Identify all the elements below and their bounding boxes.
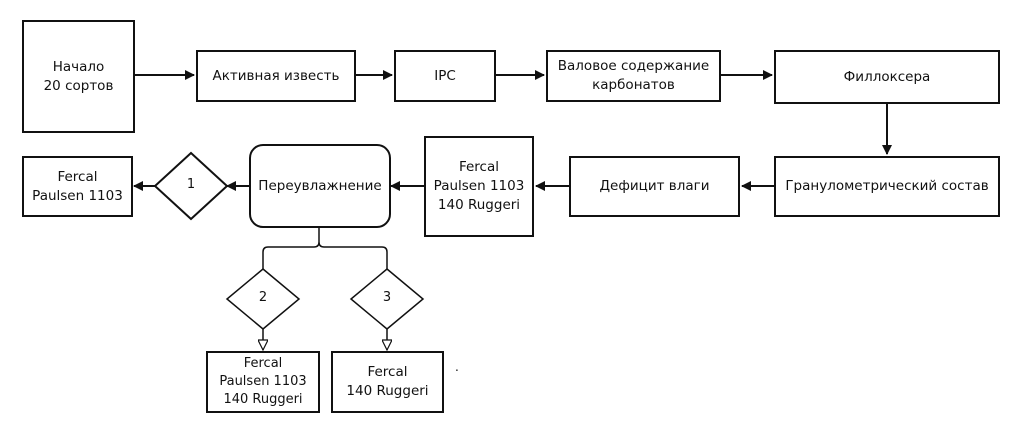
node-active-lime: Активная известь <box>196 50 356 102</box>
decision-1-label: 1 <box>186 177 196 192</box>
decision-2-label: 2 <box>258 290 268 305</box>
node-overwetting: Переувлажнение <box>249 144 391 228</box>
node-granulometric: Гранулометрический состав <box>774 156 1000 217</box>
branch-connector <box>262 228 388 269</box>
node-phylloxera: Филлоксера <box>774 50 1000 104</box>
decision-1-diamond <box>153 151 229 221</box>
node-water-deficit: Дефицит влаги <box>569 156 740 217</box>
stray-dot: . <box>455 360 459 374</box>
decision-3-label: 3 <box>382 290 392 305</box>
node-ipc: IPC <box>394 50 496 102</box>
